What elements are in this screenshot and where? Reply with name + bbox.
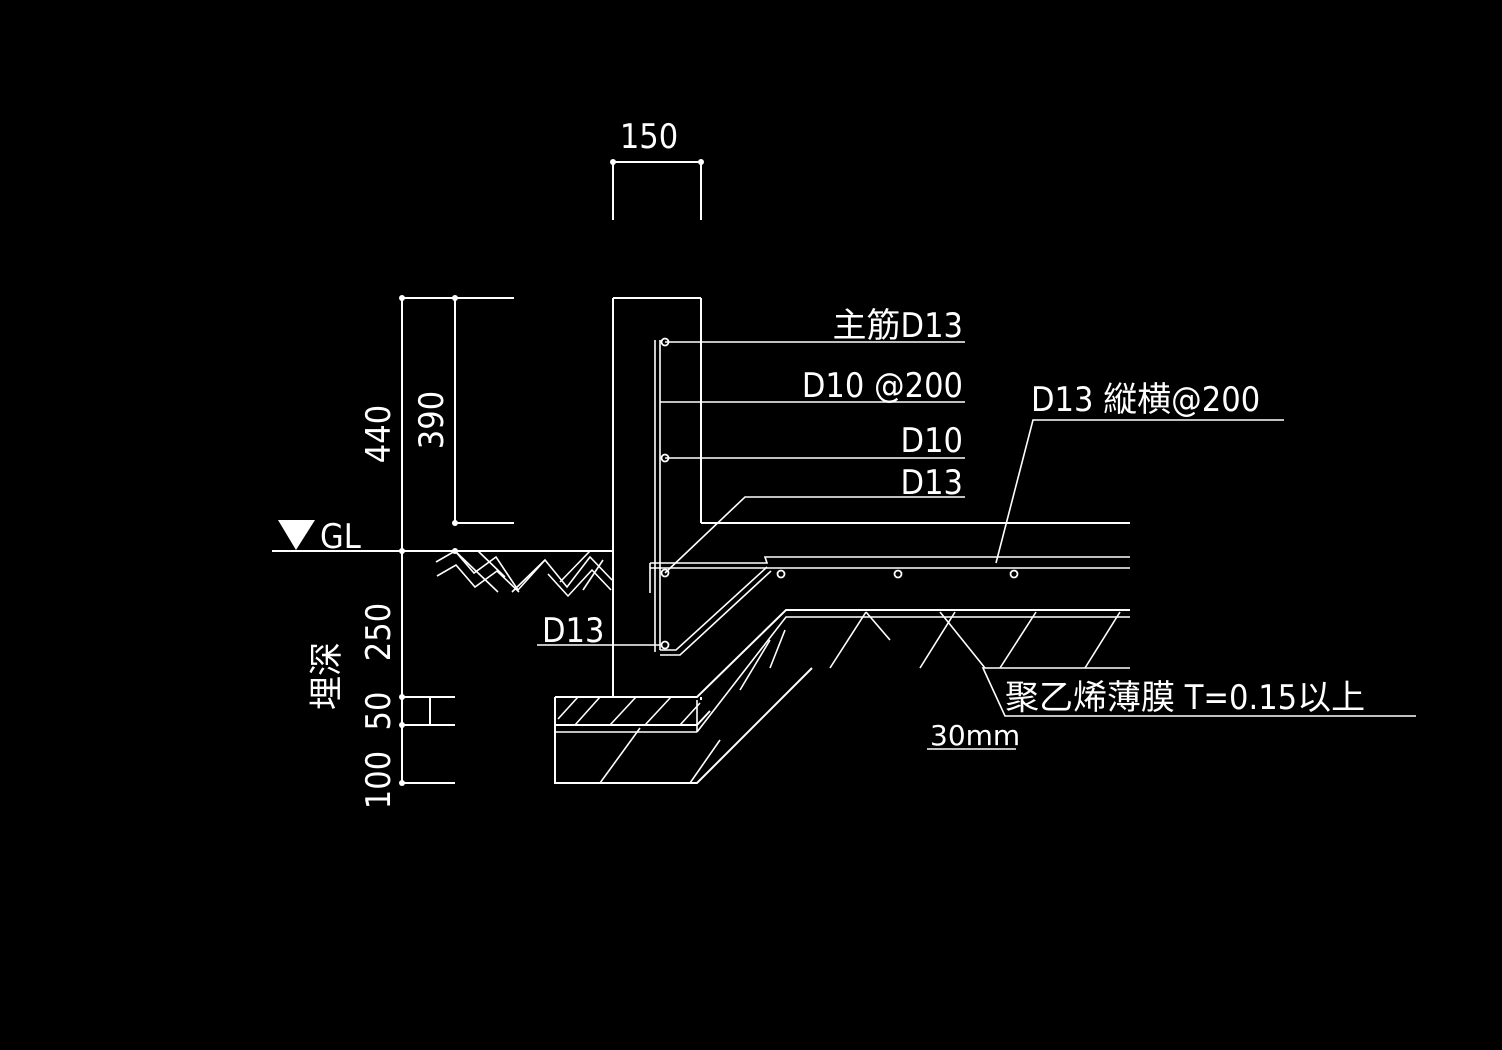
dim-50-text: 50 (359, 692, 399, 731)
dim-wall-width: 150 (610, 117, 704, 220)
dim-100-text: 100 (359, 751, 399, 809)
label-d10: D10 (901, 421, 963, 461)
dim-heights: 440 390 (359, 295, 514, 783)
gravel-base (554, 611, 1130, 784)
gl-triangle-icon (278, 520, 315, 550)
label-d10-at200: D10 @200 (802, 366, 963, 406)
label-membrane: 聚乙烯薄膜 T=0.15以上 (1005, 678, 1365, 718)
label-main-bar: 主筋D13 (833, 306, 963, 346)
embed-depth-text: 埋深 (307, 642, 347, 710)
dim-150-text: 150 (620, 117, 678, 157)
wall-rebar (649, 337, 1130, 656)
lean-concrete (554, 696, 711, 726)
ground-level: GL (272, 517, 613, 557)
dim-390-text: 390 (412, 391, 452, 449)
label-d13-upper: D13 (901, 463, 963, 503)
label-thickness: 30mm (930, 719, 1020, 752)
dim-embed-depth: 埋深 250 50 100 (307, 603, 455, 809)
soil-hatch (435, 549, 613, 598)
label-d13-slab: D13 縦横@200 (1031, 380, 1260, 420)
dim-440-text: 440 (359, 405, 399, 463)
label-d13-lower: D13 (542, 611, 604, 651)
dim-250-text: 250 (359, 603, 399, 661)
leaders (537, 341, 1416, 750)
concrete-outline (612, 297, 1130, 700)
